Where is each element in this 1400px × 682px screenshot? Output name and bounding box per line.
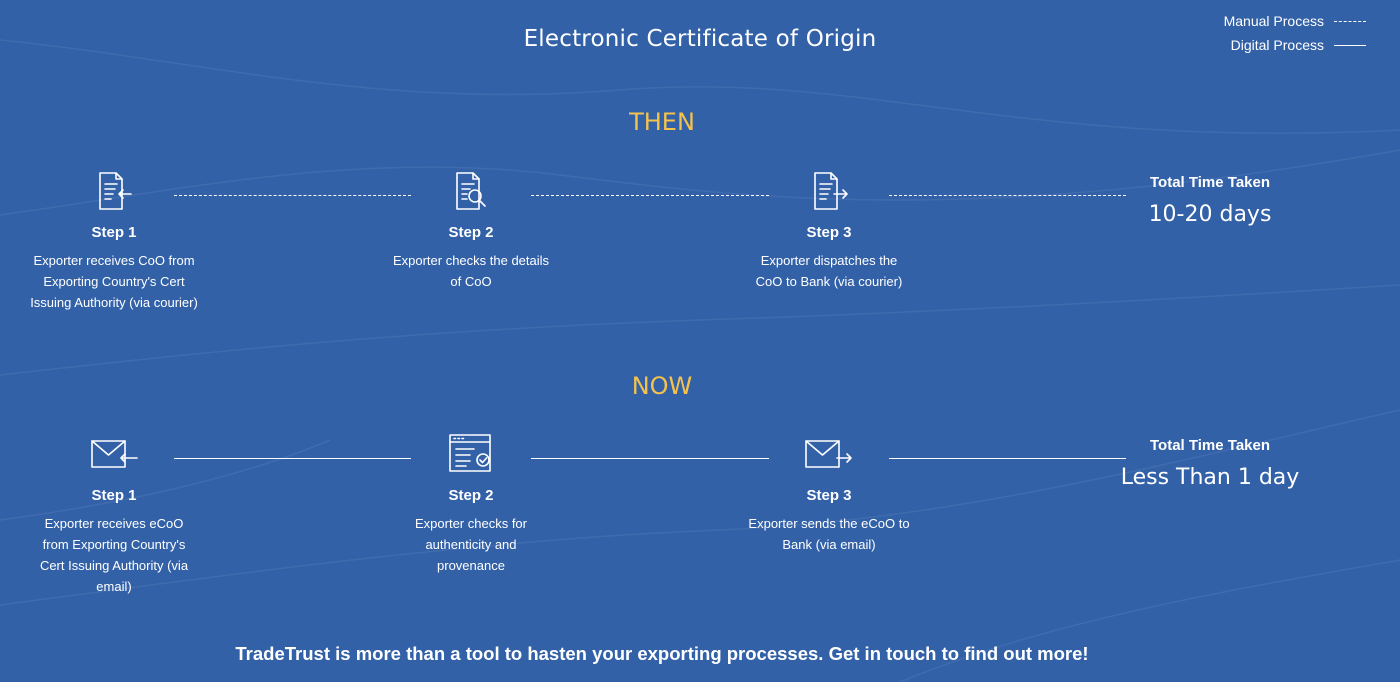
- step-desc-line: provenance: [437, 558, 505, 573]
- legend-manual-label: Manual Process: [1223, 13, 1324, 29]
- step-desc-line: Exporter receives eCoO: [44, 516, 184, 531]
- digital-connector: [531, 458, 769, 459]
- footer-cta-text: TradeTrust is more than a tool to hasten…: [235, 643, 1089, 664]
- step-desc-line: of CoO: [450, 274, 492, 289]
- step-desc-line: Exporting Country's Cert: [43, 274, 185, 289]
- step-title: Step 1: [91, 224, 137, 241]
- total-time-label: Total Time Taken: [1149, 174, 1271, 191]
- now-total: Total Time Taken Less Than 1 day: [1110, 437, 1310, 490]
- step-desc-line: email): [96, 579, 132, 594]
- step-desc-line: Bank (via email): [782, 537, 876, 552]
- step-desc-line: Exporter receives CoO from: [33, 253, 195, 268]
- step-title: Step 2: [448, 224, 494, 241]
- step-desc-line: Exporter checks for: [415, 516, 527, 531]
- legend-digital-label: Digital Process: [1230, 37, 1324, 53]
- step-title: Step 1: [91, 487, 137, 504]
- step-desc-line: authenticity and: [425, 537, 517, 552]
- step-description: Exporter sends the eCoO to Bank (via ema…: [724, 513, 934, 555]
- step-description: Exporter checks for authenticity and pro…: [366, 513, 576, 576]
- step-desc-line: Exporter checks the details: [392, 253, 550, 268]
- document-receive-icon: [99, 172, 132, 210]
- page-title: Electronic Certificate of Origin: [523, 26, 877, 52]
- digital-connector: [889, 458, 1126, 459]
- then-step-2: Step 2 Exporter checks the details of Co…: [366, 170, 576, 292]
- legend-manual: Manual Process: [1224, 9, 1366, 33]
- step-desc-line: Cert Issuing Authority (via: [39, 558, 189, 573]
- step-title: Step 3: [806, 487, 852, 504]
- now-label: NOW: [631, 372, 693, 400]
- manual-connector: [889, 195, 1126, 196]
- document-search-icon: [456, 172, 486, 210]
- then-total: Total Time Taken 10-20 days: [1110, 174, 1310, 227]
- email-send-icon: [805, 440, 852, 468]
- then-label: THEN: [629, 108, 695, 136]
- step-description: Exporter receives eCoO from Exporting Co…: [9, 513, 219, 597]
- then-step-3: Step 3 Exporter dispatches the CoO to Ba…: [724, 170, 934, 292]
- step-title: Step 3: [806, 224, 852, 241]
- solid-line-swatch: [1334, 44, 1366, 46]
- step-description: Exporter dispatches the CoO to Bank (via…: [724, 250, 934, 292]
- manual-connector: [174, 195, 411, 196]
- now-step-1: Step 1 Exporter receives eCoO from Expor…: [9, 433, 219, 597]
- browser-verify-icon: [449, 434, 491, 472]
- now-step-2: Step 2 Exporter checks for authenticity …: [366, 433, 576, 576]
- step-title: Step 2: [448, 487, 494, 504]
- total-time-value: 10-20 days: [1148, 202, 1272, 227]
- legend: Manual Process Digital Process: [1224, 9, 1366, 57]
- step-desc-line: CoO to Bank (via courier): [755, 274, 903, 289]
- total-time-label: Total Time Taken: [1149, 437, 1271, 454]
- digital-connector: [174, 458, 411, 459]
- step-desc-line: Exporter dispatches the: [760, 253, 898, 268]
- email-receive-icon: [91, 440, 138, 468]
- legend-digital: Digital Process: [1224, 33, 1366, 57]
- total-time-value: Less Than 1 day: [1120, 465, 1300, 490]
- step-desc-line: Exporter sends the eCoO to: [748, 516, 910, 531]
- document-send-icon: [814, 172, 848, 210]
- dashed-line-swatch: [1334, 20, 1366, 22]
- now-step-3: Step 3 Exporter sends the eCoO to Bank (…: [724, 433, 934, 555]
- step-desc-line: Issuing Authority (via courier): [30, 295, 198, 310]
- step-description: Exporter checks the details of CoO: [366, 250, 576, 292]
- manual-connector: [531, 195, 769, 196]
- then-step-1: Step 1 Exporter receives CoO from Export…: [9, 170, 219, 313]
- step-description: Exporter receives CoO from Exporting Cou…: [9, 250, 219, 313]
- step-desc-line: from Exporting Country's: [42, 537, 186, 552]
